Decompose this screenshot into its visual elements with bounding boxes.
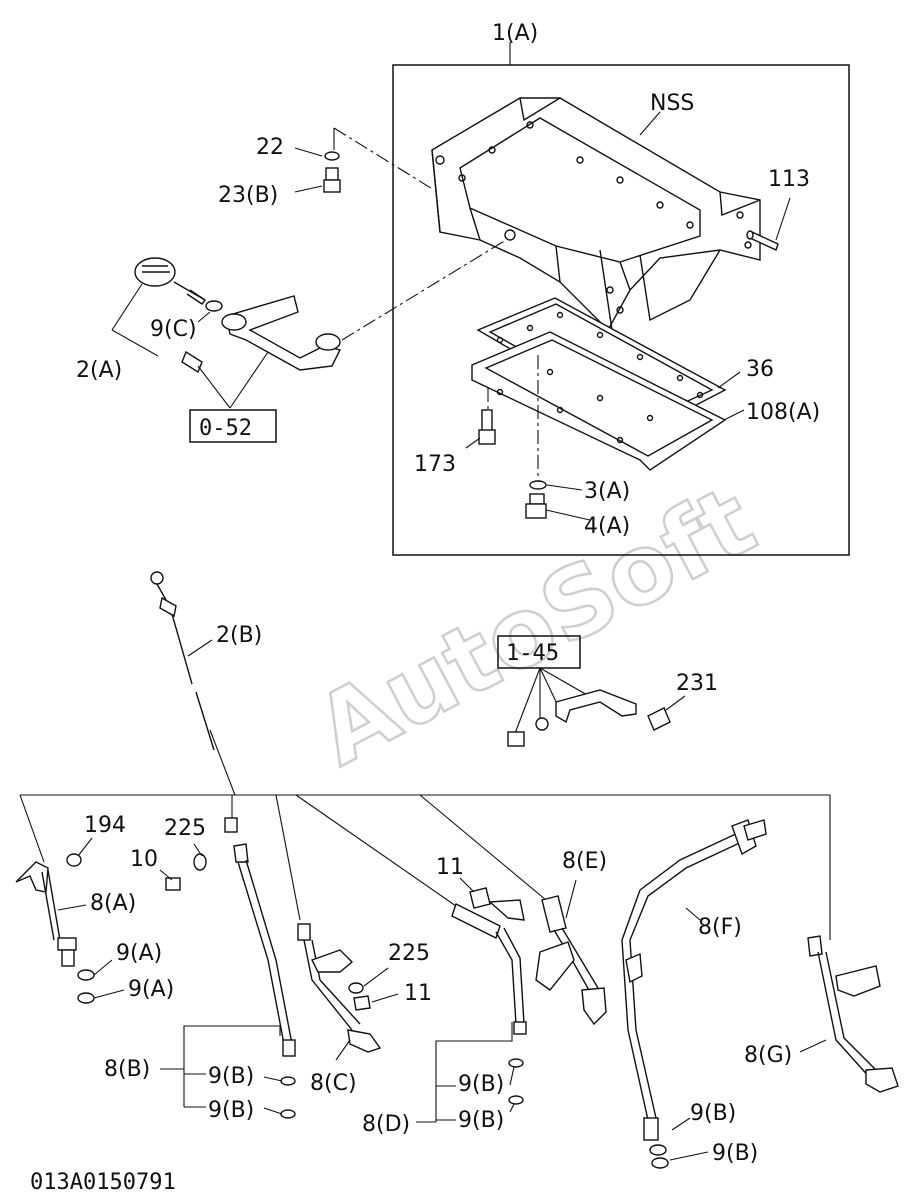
- label-9a-bottom: 9(A): [128, 977, 174, 1002]
- reference-box-0-52: [189, 409, 277, 443]
- oil-pan-drawing: [431, 97, 761, 332]
- label-225-top: 225: [164, 816, 206, 841]
- label-9b-5: 9(B): [690, 1101, 736, 1126]
- label-8f: 8(F): [698, 915, 742, 940]
- dipstick-cap-drawing: [134, 257, 207, 305]
- label-3a: 3(A): [584, 479, 630, 504]
- label-173: 173: [414, 452, 456, 477]
- label-8a: 8(A): [90, 891, 136, 916]
- bracket-1-45-drawing: [507, 689, 637, 747]
- label-194: 194: [84, 813, 126, 838]
- label-9b-2: 9(B): [208, 1098, 254, 1123]
- o-ring-9c: [205, 300, 223, 312]
- gasket-and-lower-pan-drawing: [471, 297, 727, 471]
- label-108a: 108(A): [746, 400, 820, 425]
- drawing-number: 013A0150791: [30, 1170, 176, 1195]
- label-9b-3: 9(B): [458, 1072, 504, 1097]
- label-113: 113: [768, 167, 810, 192]
- label-1a: 1(A): [492, 21, 538, 46]
- bolt-113-drawing: [746, 230, 779, 251]
- tube-8e-drawing: [535, 895, 607, 1026]
- assembly-frame-oil-pan: [392, 64, 850, 556]
- washer-9a-top: [77, 969, 95, 981]
- label-8b: 8(B): [104, 1057, 150, 1082]
- tube-8d-drawing: [451, 887, 527, 1035]
- tube-8f-drawing: [621, 819, 767, 1141]
- label-ref-0-52: 0-52: [199, 416, 252, 441]
- tube-8c-drawing: [297, 923, 382, 1053]
- label-11-top: 11: [436, 855, 464, 880]
- dipstick-level-gauge-drawing: [150, 571, 215, 751]
- washer-9a-bottom: [77, 992, 95, 1004]
- label-225-bottom: 225: [388, 941, 430, 966]
- label-2a: 2(A): [76, 358, 122, 383]
- bolt-23b-drawing: [323, 167, 341, 193]
- label-8e: 8(E): [562, 849, 607, 874]
- label-11-bottom: 11: [404, 981, 432, 1006]
- label-nss: NSS: [650, 91, 694, 116]
- tube-8a-drawing: [15, 853, 207, 967]
- collar-231-drawing: [647, 707, 671, 731]
- guide-tube-drawing: [181, 295, 342, 374]
- tube-8b-drawing: [224, 817, 296, 1057]
- label-9b-1: 9(B): [208, 1064, 254, 1089]
- label-9b-4: 9(B): [458, 1108, 504, 1133]
- label-8d: 8(D): [362, 1112, 410, 1137]
- bolt-173-drawing: [478, 409, 496, 445]
- tube-8g-drawing: [807, 935, 899, 1093]
- label-8g: 8(G): [744, 1043, 792, 1068]
- label-10: 10: [130, 847, 158, 872]
- label-9b-6: 9(B): [712, 1141, 758, 1166]
- reference-box-1-45: [497, 635, 581, 669]
- label-22: 22: [256, 135, 284, 160]
- label-231: 231: [676, 671, 718, 696]
- label-9c: 9(C): [150, 317, 197, 342]
- washer-22: [324, 151, 340, 161]
- label-23b: 23(B): [218, 183, 278, 208]
- label-ref-1-45: 1-45: [506, 641, 559, 666]
- label-36: 36: [746, 357, 774, 382]
- label-2b: 2(B): [216, 623, 262, 648]
- washer-3a: [529, 480, 547, 490]
- label-9a-top: 9(A): [116, 941, 162, 966]
- label-4a: 4(A): [584, 514, 630, 539]
- label-8c: 8(C): [310, 1071, 357, 1096]
- drain-plug-4a: [525, 493, 547, 519]
